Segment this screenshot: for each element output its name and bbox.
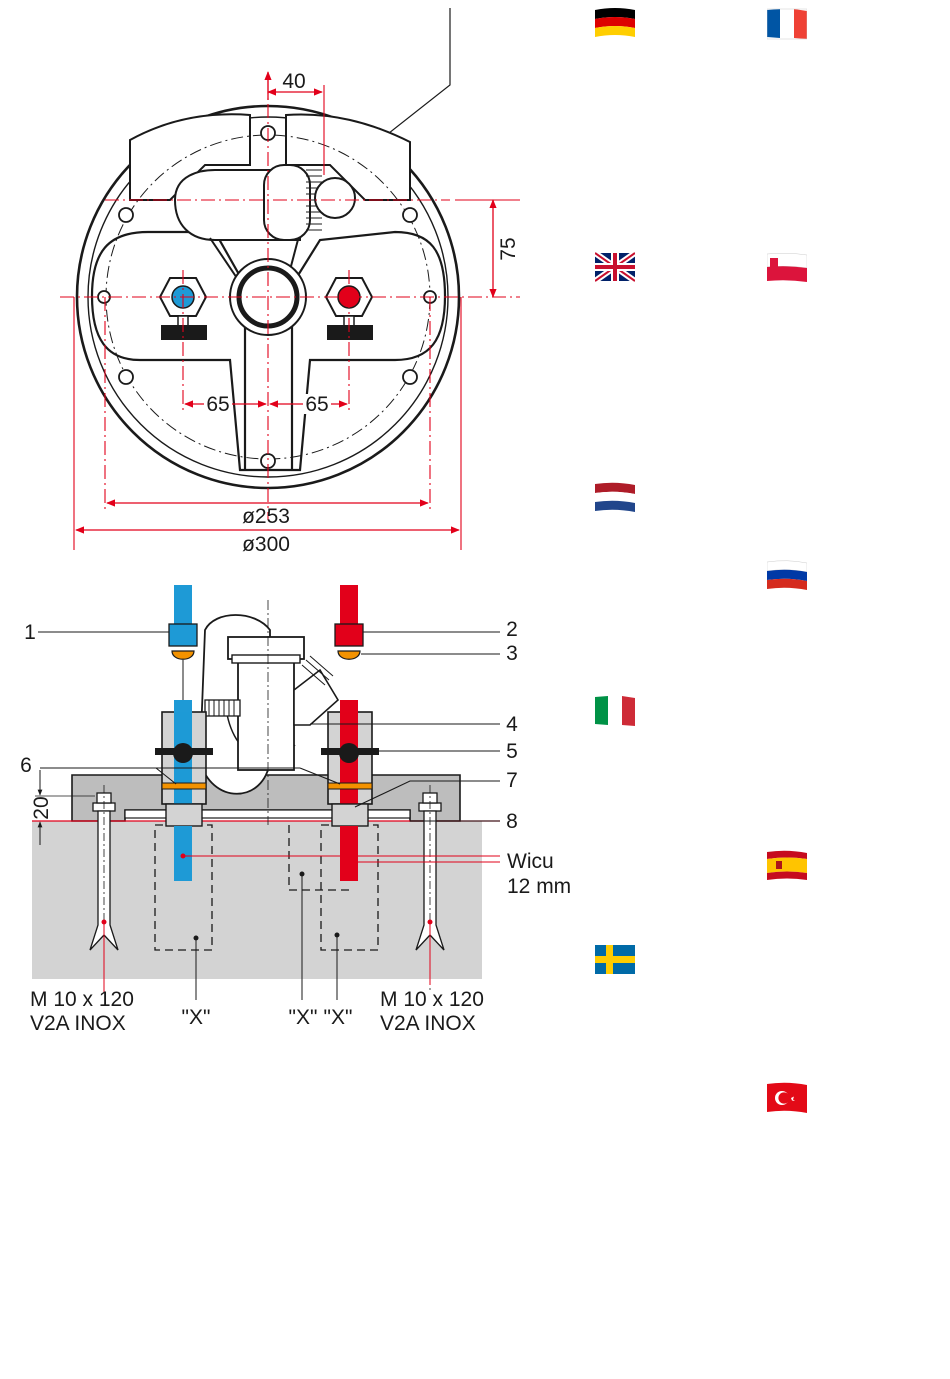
netherlands-flag-icon[interactable] — [595, 480, 635, 514]
callout-4: 4 — [506, 713, 518, 736]
pipe-label-material: Wicu — [507, 850, 554, 873]
anchor-right-material: V2A INOX — [380, 1012, 476, 1035]
x-mark-right: "X" — [324, 1006, 353, 1029]
callout-8: 8 — [506, 810, 518, 833]
section-view: 20 1 2 3 4 5 6 7 8 Wicu 12 mm M 10 x 120… — [20, 585, 571, 1035]
x-mark-middle: "X" — [289, 1006, 318, 1029]
bolt-hole — [403, 370, 417, 384]
russia-flag-icon[interactable] — [767, 558, 807, 592]
callout-3: 3 — [506, 642, 518, 665]
italy-flag-icon[interactable] — [595, 693, 635, 727]
x-mark-left: "X" — [182, 1006, 211, 1029]
callout-2: 2 — [506, 618, 518, 641]
turkey-flag-icon[interactable] — [767, 1080, 807, 1114]
bolt-hole — [119, 208, 133, 222]
sweden-flag-icon[interactable] — [595, 942, 635, 976]
dim-offset-right: 75 — [497, 237, 520, 260]
spain-flag-icon[interactable] — [767, 848, 807, 882]
pipe-label-size: 12 mm — [507, 875, 571, 898]
anchor-left-material: V2A INOX — [30, 1012, 126, 1035]
callout-7: 7 — [506, 769, 518, 792]
anchor-left-size: M 10 x 120 — [30, 988, 134, 1011]
france-flag-icon[interactable] — [767, 6, 807, 40]
dim-spacing-right: 65 — [305, 393, 328, 416]
bolt-hole — [403, 208, 417, 222]
callout-6: 6 — [20, 754, 32, 777]
anchor-right-size: M 10 x 120 — [380, 988, 484, 1011]
dim-diameter-inner: ø253 — [242, 505, 290, 528]
callout-5: 5 — [506, 740, 518, 763]
poland-flag-icon[interactable] — [767, 250, 807, 284]
uk-flag-icon[interactable] — [595, 250, 635, 284]
germany-flag-icon[interactable] — [595, 6, 635, 40]
dim-diameter-outer: ø300 — [242, 533, 290, 556]
dim-spacing-left: 65 — [206, 393, 229, 416]
plan-view: 40 75 65 65 ø253 ø300 — [60, 8, 520, 556]
dim-offset-top: 40 — [282, 70, 305, 93]
callout-1: 1 — [24, 621, 36, 644]
bolt-hole — [119, 370, 133, 384]
depth-label: 20 — [30, 796, 53, 819]
